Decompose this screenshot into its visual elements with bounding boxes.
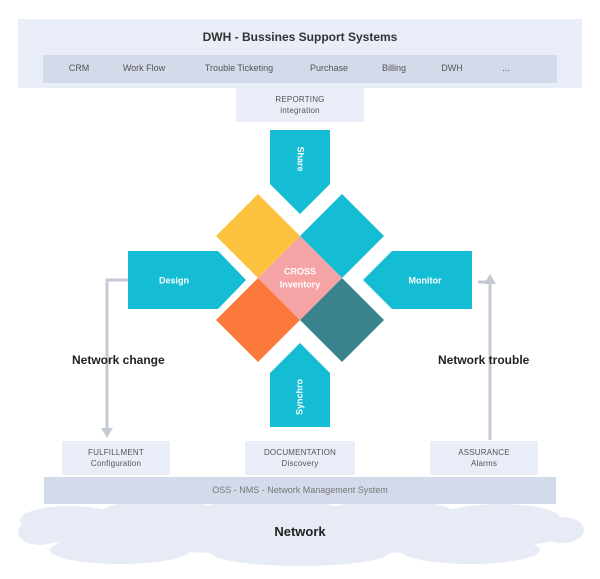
network-label: Network: [274, 524, 326, 539]
documentation-title: DOCUMENTATION: [263, 448, 337, 457]
assurance-box: ASSURANCE Alarms: [430, 441, 538, 475]
synchro-label: Synchro: [294, 378, 304, 415]
reporting-box: REPORTING integration: [236, 88, 364, 122]
monitor-label: Monitor: [409, 275, 442, 285]
design-arrow: [128, 251, 246, 309]
documentation-subtitle: Discovery: [281, 459, 319, 468]
fulfillment-title: FULFILLMENT: [88, 448, 144, 457]
network-cloud: [18, 498, 584, 566]
assurance-title: ASSURANCE: [458, 448, 510, 457]
fulfillment-subtitle: Configuration: [90, 459, 142, 468]
bss-item-dwh: DWH: [441, 63, 463, 73]
center-diamond: [258, 236, 342, 320]
design-label: Design: [159, 275, 189, 285]
reporting-title: REPORTING: [275, 95, 325, 104]
network-trouble-label: Network trouble: [438, 353, 530, 367]
bss-item-workflow: Work Flow: [122, 63, 166, 73]
bss-item-trouble-ticketing: Trouble Ticketing: [204, 63, 274, 73]
bss-item-purchase: Purchase: [309, 63, 349, 73]
left-connector-line: [105, 278, 128, 430]
reporting-subtitle: integration: [280, 106, 320, 115]
documentation-box: DOCUMENTATION Discovery: [245, 441, 355, 475]
oss-bar: OSS - NMS - Network Management System: [44, 477, 556, 504]
bss-item-crm: CRM: [68, 63, 90, 73]
center-title: CROSS: [284, 266, 316, 276]
network-change-label: Network change: [72, 353, 165, 367]
synchro-arrow: [270, 343, 330, 427]
monitor-arrow: [363, 251, 472, 309]
fulfillment-box: FULFILLMENT Configuration: [62, 441, 170, 475]
bss-title: DWH - Bussines Support Systems: [202, 30, 398, 44]
bss-systems-bar: CRM Work Flow Trouble Ticketing Purchase…: [43, 55, 557, 83]
share-label: Share: [296, 146, 306, 171]
bss-panel: DWH - Bussines Support Systems CRM Work …: [18, 19, 582, 88]
center-subtitle: Inventory: [280, 279, 321, 289]
bss-item-billing: Billing: [381, 63, 407, 73]
bss-item-more: ...: [502, 63, 510, 73]
left-connector-arrowhead: [101, 428, 113, 438]
share-arrow: [270, 130, 330, 214]
assurance-subtitle: Alarms: [470, 459, 498, 468]
